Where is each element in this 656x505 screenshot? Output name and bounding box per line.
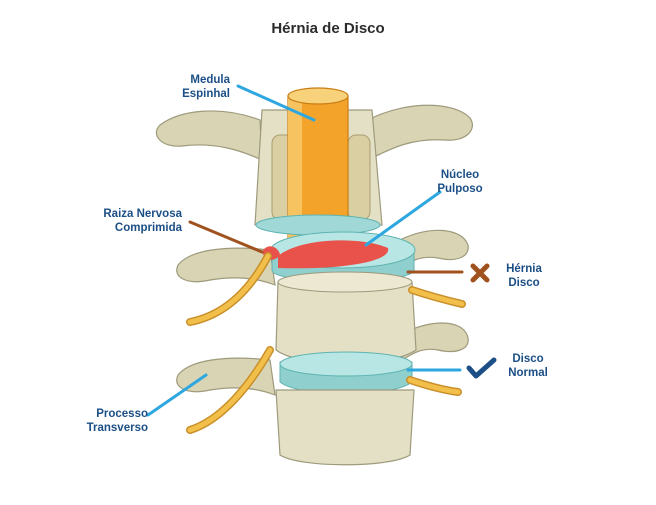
pointer-nucleo xyxy=(364,190,442,247)
upper-disc xyxy=(255,214,381,236)
label-processo-transverso: Processo Transverso xyxy=(86,408,148,434)
check-icon xyxy=(466,357,497,379)
pointer-lines xyxy=(146,84,464,417)
vertebra-body-2 xyxy=(275,389,415,466)
nerves xyxy=(186,252,466,434)
pointer-processo xyxy=(146,373,208,417)
cross-icon xyxy=(470,263,490,283)
label-raiza-nervosa: Raiza Nervosa Comprimida xyxy=(103,208,182,234)
label-disco-normal: Disco Normal xyxy=(508,353,548,379)
label-medula-espinhal: Medula Espinhal xyxy=(182,74,230,100)
vertebra-body-1 xyxy=(275,271,417,365)
label-hernia-disco: Hérnia Disco xyxy=(506,263,542,289)
transverse-processes xyxy=(155,104,473,396)
pointer-raiza xyxy=(188,220,264,254)
normal-disc xyxy=(279,351,413,395)
page-title: Hérnia de Disco xyxy=(271,20,385,37)
pointer-medula xyxy=(236,84,316,122)
label-nucleo-pulposo: Núcleo Pulposo xyxy=(437,169,483,195)
